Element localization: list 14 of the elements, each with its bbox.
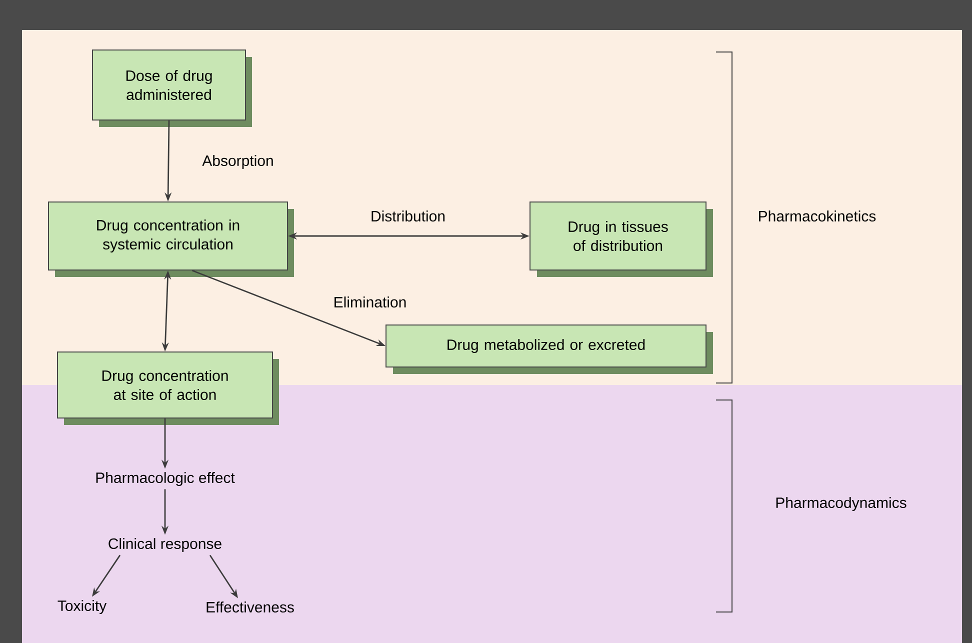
outcome-text: Pharmacologic effect bbox=[96, 472, 235, 486]
edge-label: Elimination bbox=[334, 296, 406, 308]
outcome-text: Effectiveness bbox=[206, 602, 294, 612]
outcome-text: Clinical response bbox=[108, 538, 222, 552]
process-box: Drug concentration at site of action bbox=[57, 352, 279, 425]
process-box: Drug concentration in systemic circulation bbox=[48, 202, 294, 277]
process-box: Dose of drug administered bbox=[92, 50, 252, 127]
edge-label: Distribution bbox=[372, 210, 445, 222]
phase-label: Pharmacokinetics bbox=[759, 210, 876, 222]
phase-label: Pharmacodynamics bbox=[776, 497, 906, 511]
edge-label: Absorption bbox=[202, 155, 273, 169]
process-box: Drug in tissues of distribution bbox=[530, 202, 713, 277]
process-box: Drug metabolized or excreted bbox=[386, 324, 713, 374]
outcome-text: Toxicity bbox=[58, 600, 107, 614]
